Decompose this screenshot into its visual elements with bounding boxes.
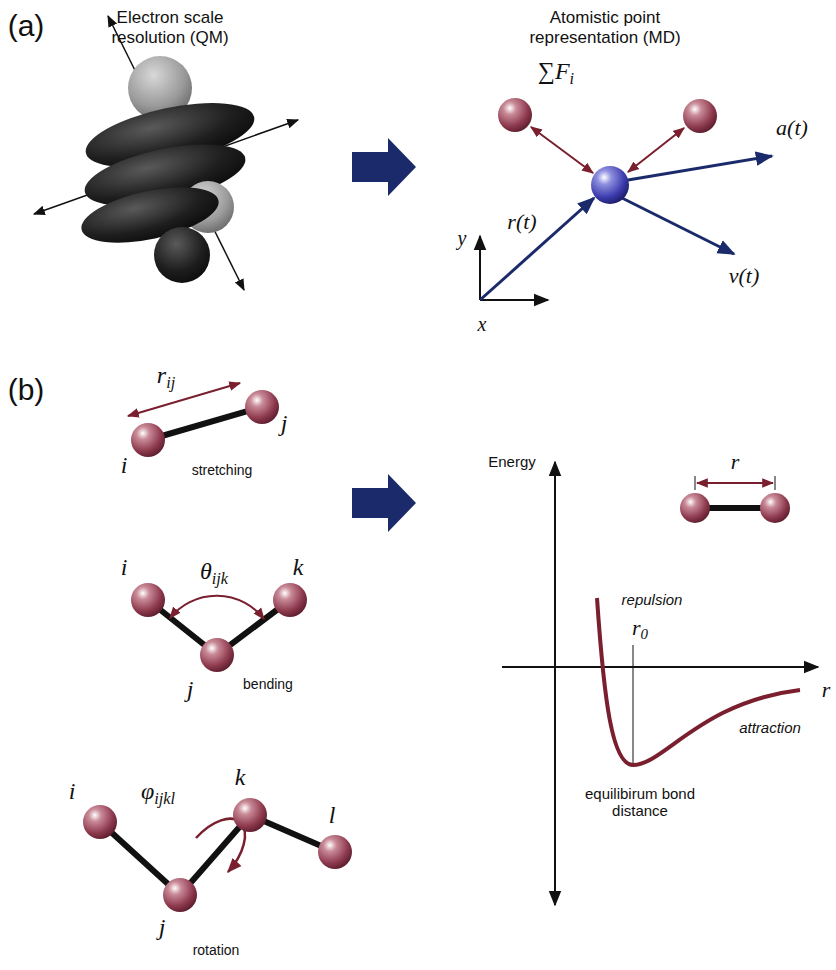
atom-index: k bbox=[235, 764, 246, 792]
atom-index: i bbox=[121, 554, 128, 582]
angle-symbol: θijk bbox=[200, 558, 228, 586]
curve-label: repulsion bbox=[622, 591, 683, 608]
panel-caption: Atomistic point representation (MD) bbox=[520, 8, 690, 47]
mode-name: stretching bbox=[192, 462, 253, 478]
stretching-picture bbox=[128, 383, 279, 457]
plot-note: equilibirum bond distance bbox=[580, 785, 700, 820]
axis-label: y bbox=[458, 227, 467, 250]
atom-index: j bbox=[159, 914, 166, 942]
atom-index: l bbox=[329, 802, 336, 830]
atom-index: i bbox=[121, 452, 128, 480]
panel-letter: (a) bbox=[8, 9, 45, 44]
process-arrow bbox=[352, 138, 416, 196]
axis-title: Energy bbox=[488, 453, 536, 470]
bending-picture bbox=[131, 583, 307, 672]
atom-index: j bbox=[281, 410, 288, 438]
mode-name: bending bbox=[243, 676, 293, 692]
panel-letter: (b) bbox=[8, 373, 45, 408]
rotation-picture bbox=[83, 798, 352, 912]
distance-symbol: rij bbox=[157, 362, 175, 390]
vector-label: r(t) bbox=[507, 209, 536, 234]
panel-caption: Electron scale resolution (QM) bbox=[95, 8, 245, 47]
dihedral-symbol: φijkl bbox=[141, 778, 175, 806]
vector-label: a(t) bbox=[776, 115, 808, 140]
axis-label: x bbox=[478, 313, 487, 336]
vector-label: v(t) bbox=[729, 263, 760, 288]
md-picture bbox=[480, 98, 772, 300]
atom-index: j bbox=[187, 676, 194, 704]
energy-plot bbox=[502, 462, 818, 905]
distance-symbol: r0 bbox=[632, 615, 648, 640]
atom-index: k bbox=[293, 554, 304, 582]
distance-symbol: r bbox=[731, 449, 740, 474]
process-arrow bbox=[352, 474, 416, 532]
mode-name: rotation bbox=[193, 942, 240, 958]
force-symbol: ∑Fi bbox=[538, 58, 574, 86]
atom-index: i bbox=[69, 778, 76, 806]
axis-label: r bbox=[822, 677, 831, 702]
orbital-picture bbox=[34, 16, 298, 290]
curve-label: attraction bbox=[739, 719, 801, 736]
